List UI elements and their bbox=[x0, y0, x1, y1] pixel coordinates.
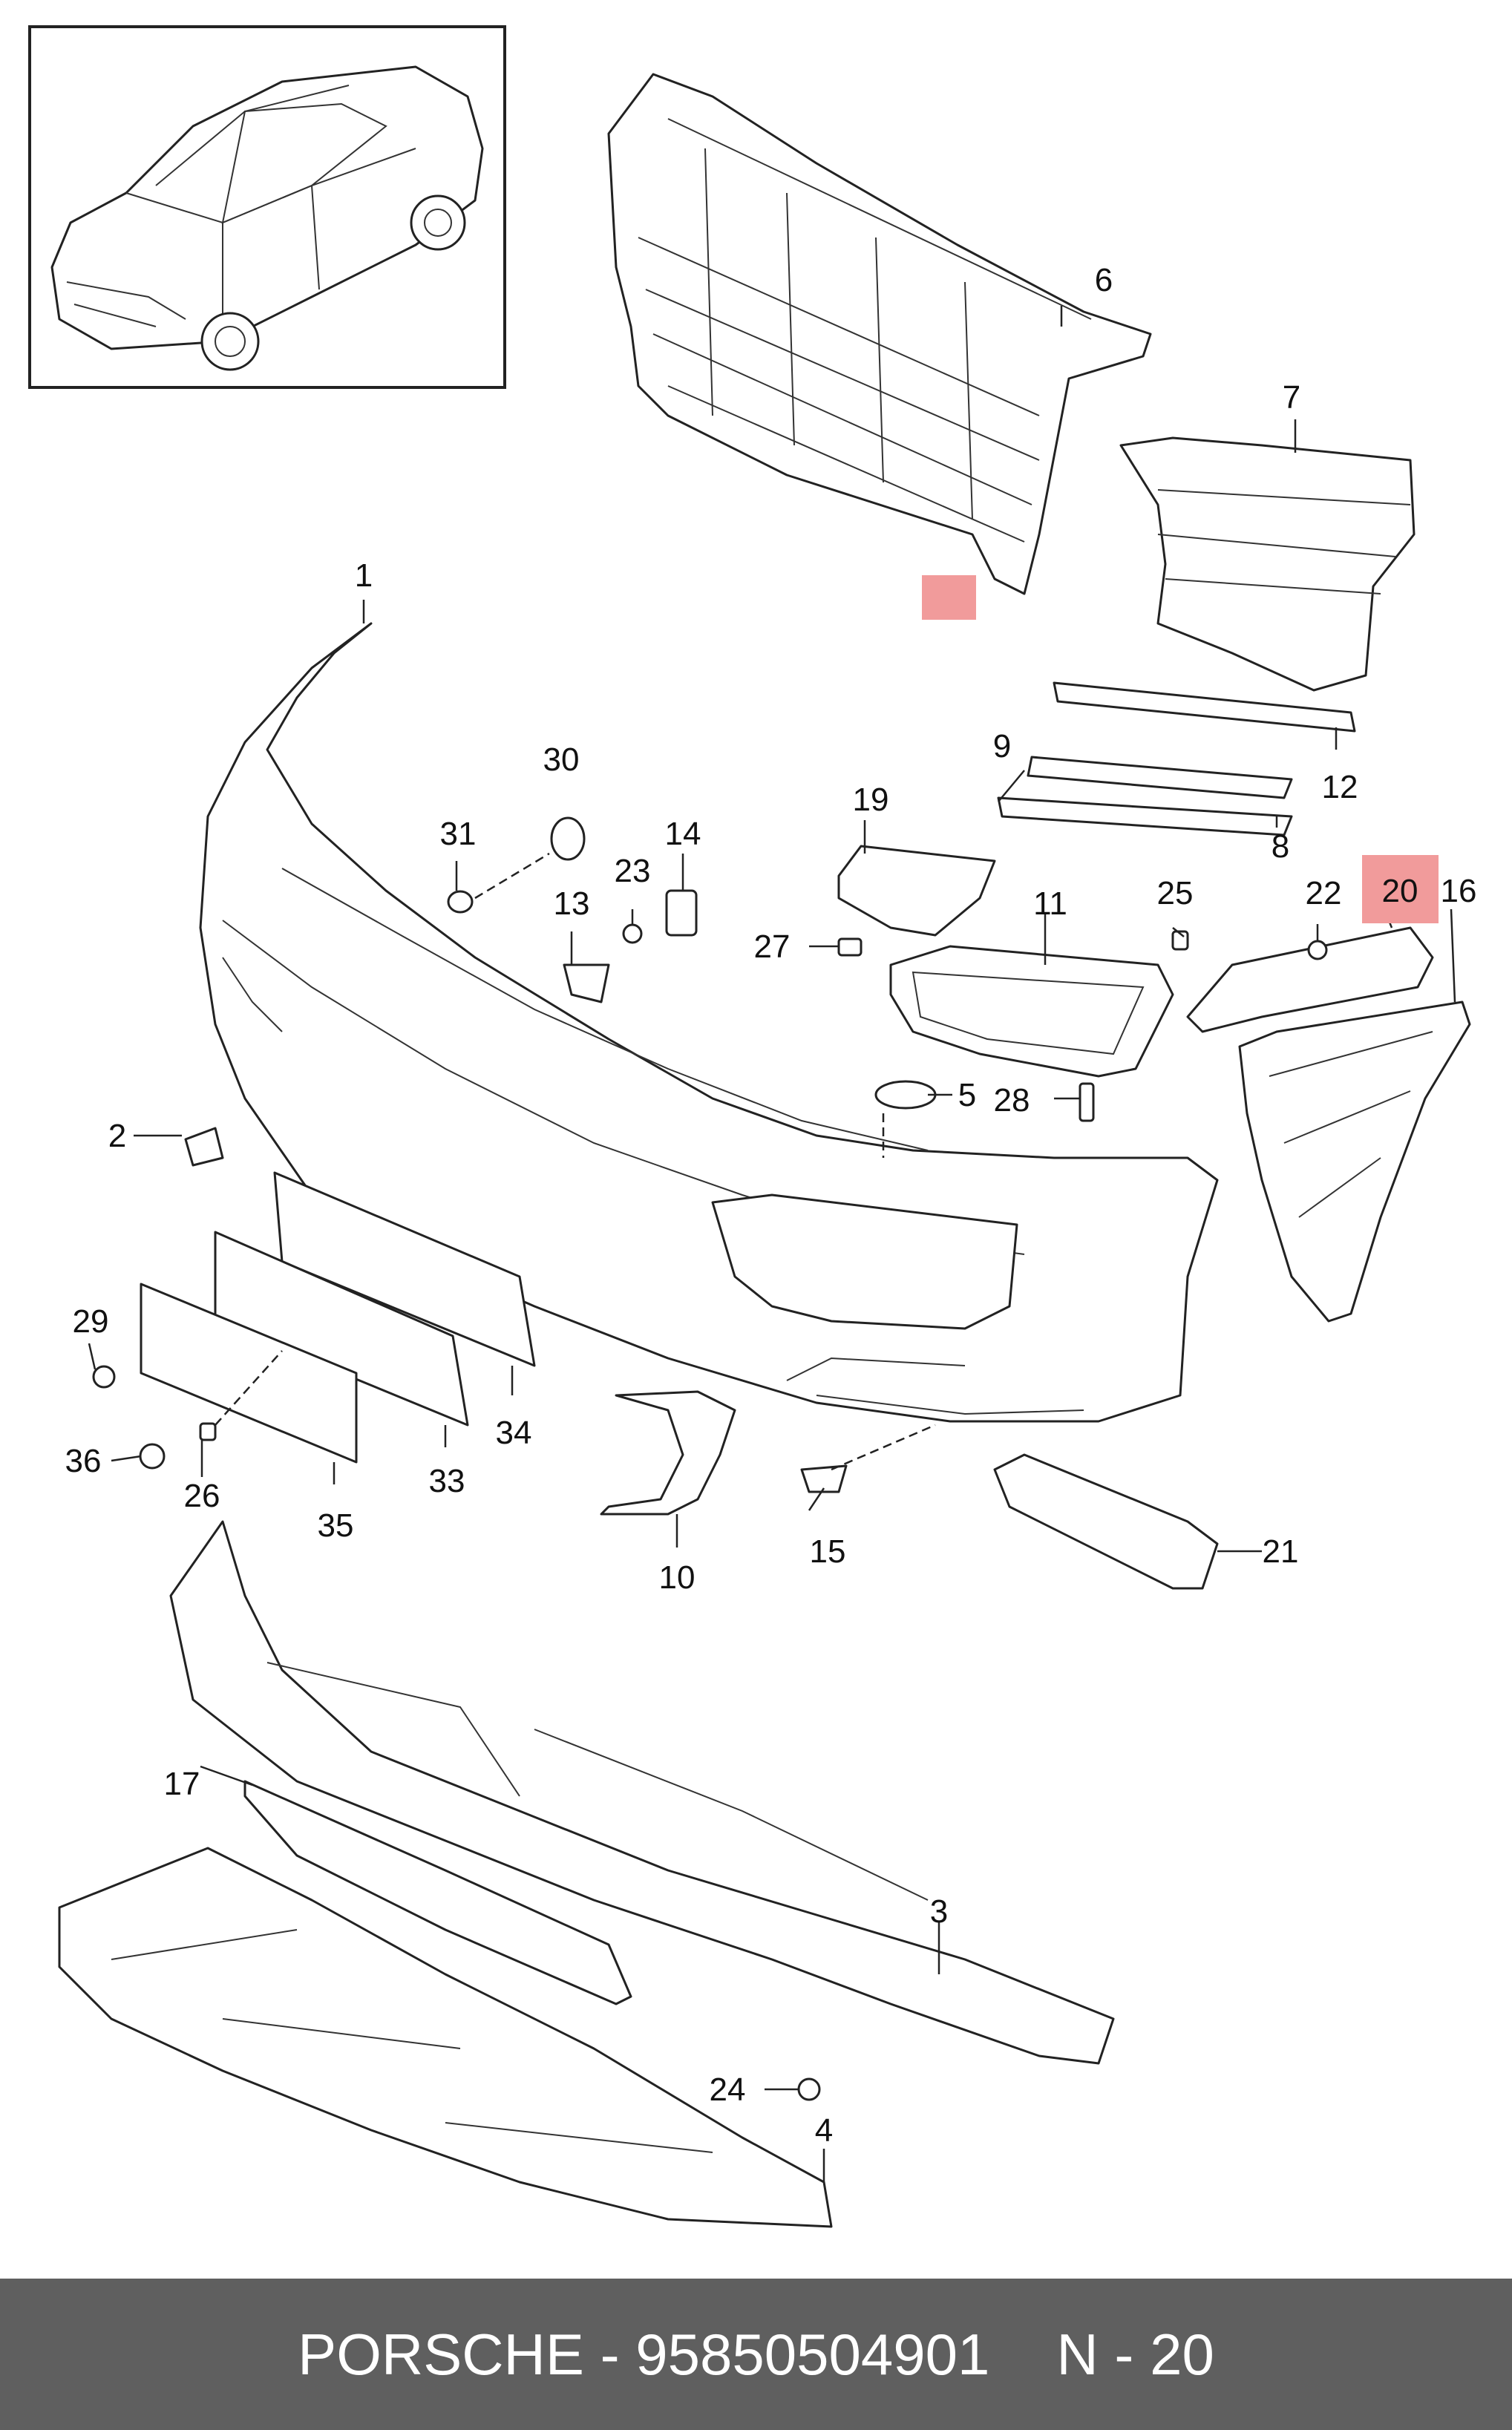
small-parts bbox=[92, 816, 1328, 2101]
callout-36: 36 bbox=[65, 1443, 102, 1479]
callout-34: 34 bbox=[496, 1415, 532, 1451]
part-1-bumper-cover bbox=[199, 622, 1219, 1423]
leader-lines bbox=[88, 306, 1456, 2182]
callout-27: 27 bbox=[754, 929, 791, 965]
part-6-grille-carrier bbox=[607, 73, 1152, 595]
callout-31: 31 bbox=[440, 816, 477, 852]
callout-8: 8 bbox=[1272, 828, 1289, 865]
part-7-grille bbox=[1119, 436, 1416, 692]
callout-9: 9 bbox=[993, 728, 1011, 764]
vehicle-inset bbox=[28, 25, 506, 389]
part-19-bracket bbox=[837, 845, 996, 937]
callout-12: 12 bbox=[1322, 769, 1358, 805]
part-17-strip bbox=[243, 1780, 632, 2005]
callout-15: 15 bbox=[810, 1533, 846, 1570]
part-11-trim bbox=[889, 945, 1174, 1078]
callout-20: 20 bbox=[1382, 873, 1418, 909]
highlight-box-6 bbox=[922, 575, 976, 620]
footer-dash: - bbox=[600, 2321, 620, 2387]
callout-16: 16 bbox=[1441, 873, 1477, 909]
callout-21: 21 bbox=[1263, 1533, 1299, 1570]
callout-25: 25 bbox=[1157, 875, 1194, 911]
callout-22: 22 bbox=[1306, 875, 1342, 911]
callout-35: 35 bbox=[318, 1507, 354, 1544]
callout-3: 3 bbox=[930, 1893, 948, 1930]
callout-19: 19 bbox=[853, 782, 889, 818]
callout-28: 28 bbox=[994, 1082, 1030, 1119]
callout-2: 2 bbox=[108, 1118, 126, 1154]
part-20-bracket bbox=[1186, 926, 1434, 1033]
callout-5: 5 bbox=[958, 1077, 976, 1113]
footer-separator bbox=[584, 2321, 600, 2388]
part-9-strip bbox=[1027, 756, 1293, 799]
footer-bar: PORSCHE - 95850504901 N - 20 bbox=[0, 2279, 1512, 2430]
callout-7: 7 bbox=[1283, 379, 1300, 416]
part-12-strip bbox=[1053, 681, 1356, 733]
callout-10: 10 bbox=[659, 1559, 696, 1596]
part-10-bezel bbox=[600, 1390, 736, 1516]
callout-14: 14 bbox=[665, 816, 701, 852]
callout-4: 4 bbox=[815, 2112, 833, 2149]
callout-29: 29 bbox=[73, 1303, 109, 1340]
part-35-plate bbox=[140, 1283, 358, 1464]
part-4-underbody bbox=[58, 1847, 833, 2228]
callout-17: 17 bbox=[164, 1766, 200, 1802]
part-21-strip bbox=[993, 1453, 1219, 1590]
highlight-box-20 bbox=[1362, 855, 1439, 923]
callout-23: 23 bbox=[615, 853, 651, 889]
footer-separator-2 bbox=[620, 2321, 636, 2388]
callout-11: 11 bbox=[1033, 885, 1067, 922]
part-16-bracket bbox=[1238, 1001, 1471, 1323]
callout-1: 1 bbox=[355, 557, 373, 594]
part-33-plate bbox=[214, 1231, 469, 1427]
callout-24: 24 bbox=[710, 2072, 746, 2108]
part-8-strip bbox=[997, 796, 1293, 836]
callout-labels: 6 7 1 30 9 12 19 8 31 14 23 13 11 25 22 … bbox=[65, 262, 1477, 2149]
part-34-plate bbox=[273, 1171, 536, 1367]
callout-13: 13 bbox=[554, 885, 590, 922]
parts-diagram: 6 7 1 30 9 12 19 8 31 14 23 13 11 25 22 … bbox=[28, 25, 1477, 2228]
footer-brand: PORSCHE bbox=[298, 2321, 584, 2387]
callout-6: 6 bbox=[1095, 262, 1113, 298]
footer-part-number: 95850504901 bbox=[635, 2321, 990, 2387]
callout-33: 33 bbox=[429, 1463, 465, 1499]
footer-ref: N - 20 bbox=[1056, 2321, 1214, 2387]
callout-26: 26 bbox=[184, 1478, 220, 1514]
part-3-spoiler bbox=[169, 1520, 1115, 2065]
callout-30: 30 bbox=[543, 741, 580, 778]
